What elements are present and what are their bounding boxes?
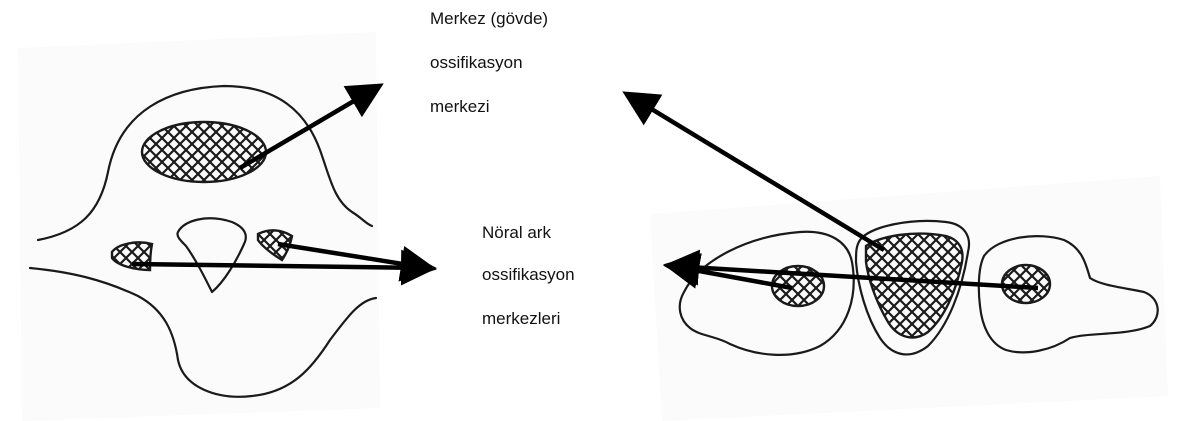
arrow-central-left bbox=[238, 83, 384, 170]
central-ossification-center bbox=[142, 122, 266, 182]
arrow-neural-left-a bbox=[131, 249, 437, 286]
right-arch-outline bbox=[977, 235, 1159, 354]
central-label-line3: merkezi bbox=[430, 97, 490, 116]
neural-label-line3: merkezleri bbox=[482, 309, 561, 328]
vertebra-axial-view bbox=[28, 84, 378, 398]
coronal-right-neural-arch-center bbox=[1000, 263, 1052, 305]
neural-label-line1: Nöral ark bbox=[482, 223, 551, 242]
vertebral-foramen bbox=[176, 217, 247, 294]
arrow-neural-left-b bbox=[277, 241, 437, 282]
arrow-neural-right-b bbox=[663, 249, 1039, 291]
arrow-central-right bbox=[622, 91, 886, 252]
central-label-line1: Merkez (gövde) bbox=[430, 9, 549, 28]
coronal-central-ossification-center bbox=[864, 232, 964, 339]
neural-arch-outline bbox=[28, 266, 378, 398]
central-body-outline bbox=[854, 219, 971, 356]
central-label-line2: ossifikasyon bbox=[430, 53, 523, 72]
right-neural-arch-center bbox=[256, 229, 294, 262]
left-sketch-paper bbox=[18, 32, 380, 421]
arrows bbox=[131, 83, 1039, 291]
vertebral-body-outline bbox=[36, 84, 374, 242]
neural-label-line2: ossifikasyon bbox=[482, 265, 575, 284]
vertebra-coronal-view bbox=[678, 219, 1159, 356]
left-arch-outline bbox=[678, 230, 855, 356]
